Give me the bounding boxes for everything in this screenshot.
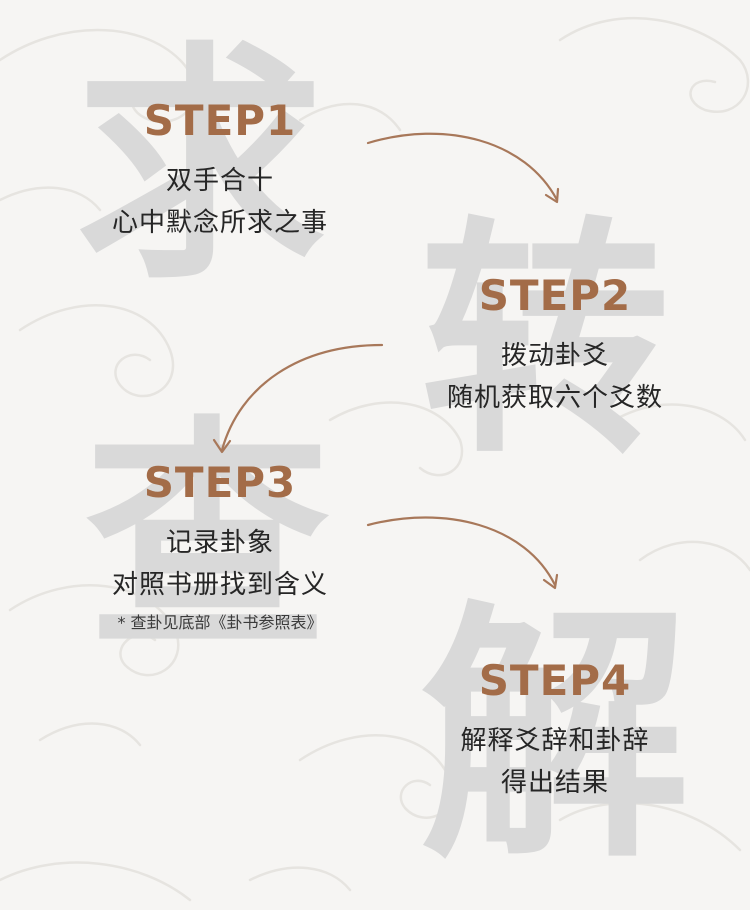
- arrow-step2-to-step3: [214, 345, 382, 452]
- step-2: STEP2 拨动卦爻 随机获取六个爻数: [410, 275, 700, 419]
- step-2-line-1: 拨动卦爻: [410, 335, 700, 377]
- step-4-title: STEP4: [410, 660, 700, 702]
- step-4-line-2: 得出结果: [410, 762, 700, 804]
- step-3-title: STEP3: [80, 462, 360, 504]
- step-3-line-1: 记录卦象: [80, 522, 360, 564]
- step-2-line-2: 随机获取六个爻数: [410, 377, 700, 419]
- step-1-line-2: 心中默念所求之事: [80, 202, 360, 244]
- step-1-line-1: 双手合十: [80, 160, 360, 202]
- step-4-line-1: 解释爻辞和卦辞: [410, 720, 700, 762]
- step-4: STEP4 解释爻辞和卦辞 得出结果: [410, 660, 700, 804]
- step-1-title: STEP1: [80, 100, 360, 142]
- step-1: STEP1 双手合十 心中默念所求之事: [80, 100, 360, 244]
- step-2-title: STEP2: [410, 275, 700, 317]
- step-3-note: * 查卦见底部《卦书参照表》: [80, 610, 360, 636]
- arrow-step1-to-step2: [368, 134, 558, 202]
- arrow-step3-to-step4: [368, 518, 557, 589]
- step-3-line-2: 对照书册找到含义: [80, 564, 360, 606]
- step-3: STEP3 记录卦象 对照书册找到含义 * 查卦见底部《卦书参照表》: [80, 462, 360, 636]
